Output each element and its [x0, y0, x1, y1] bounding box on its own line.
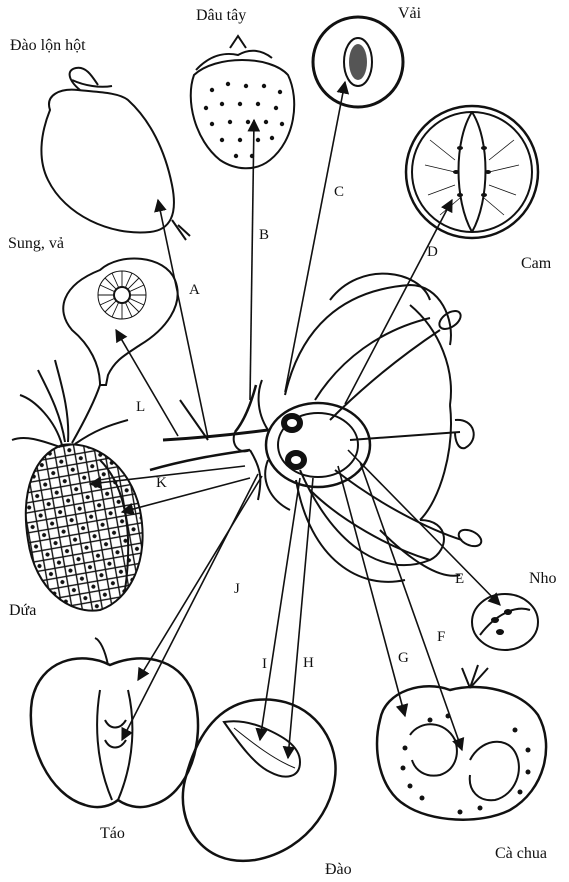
arrow-g	[338, 466, 405, 716]
pineapple-illustration	[12, 360, 143, 611]
grape-illustration	[472, 594, 538, 650]
label-lychee: Vải	[398, 6, 421, 22]
arrow-letter-d: D	[427, 245, 438, 260]
arrow-letter-k: K	[156, 476, 167, 491]
arrow-letter-b: B	[259, 228, 269, 243]
arrow-letter-e: E	[455, 572, 464, 587]
label-apple: Táo	[100, 826, 125, 842]
cashew-illustration	[41, 68, 190, 240]
strawberry-illustration	[191, 36, 294, 168]
apple-illustration	[31, 638, 198, 807]
arrow-letter-a: A	[189, 283, 200, 298]
arrow-letter-f: F	[437, 630, 445, 645]
arrow-letter-j: J	[234, 582, 240, 597]
arrow-j2	[138, 476, 262, 680]
flower-illustration	[150, 274, 484, 582]
label-cashew: Đào lộn hột	[10, 38, 86, 54]
arrow-letter-l: L	[136, 400, 145, 415]
peach-illustration	[183, 699, 336, 860]
arrow-letter-h: H	[303, 656, 314, 671]
arrow-j	[122, 474, 258, 740]
label-pineapple: Dứa	[9, 603, 36, 619]
arrow-k	[122, 478, 250, 512]
label-peach: Đào	[325, 862, 352, 878]
arrow-d	[345, 200, 452, 404]
label-fig: Sung, vả	[8, 236, 64, 252]
arrow-c	[285, 82, 345, 392]
arrow-e	[348, 450, 500, 605]
label-tomato: Cà chua	[495, 846, 547, 862]
arrow-b	[250, 120, 254, 400]
label-grape: Nho	[529, 571, 557, 587]
arrow-letter-c: C	[334, 185, 344, 200]
label-orange: Cam	[521, 256, 551, 272]
lychee-illustration	[313, 17, 403, 107]
fig-illustration	[63, 259, 177, 385]
tomato-illustration	[377, 665, 546, 820]
label-strawberry: Dâu tây	[196, 8, 246, 24]
arrow-letter-i: I	[262, 657, 267, 672]
orange-illustration	[406, 106, 538, 238]
arrow-letter-g: G	[398, 651, 409, 666]
